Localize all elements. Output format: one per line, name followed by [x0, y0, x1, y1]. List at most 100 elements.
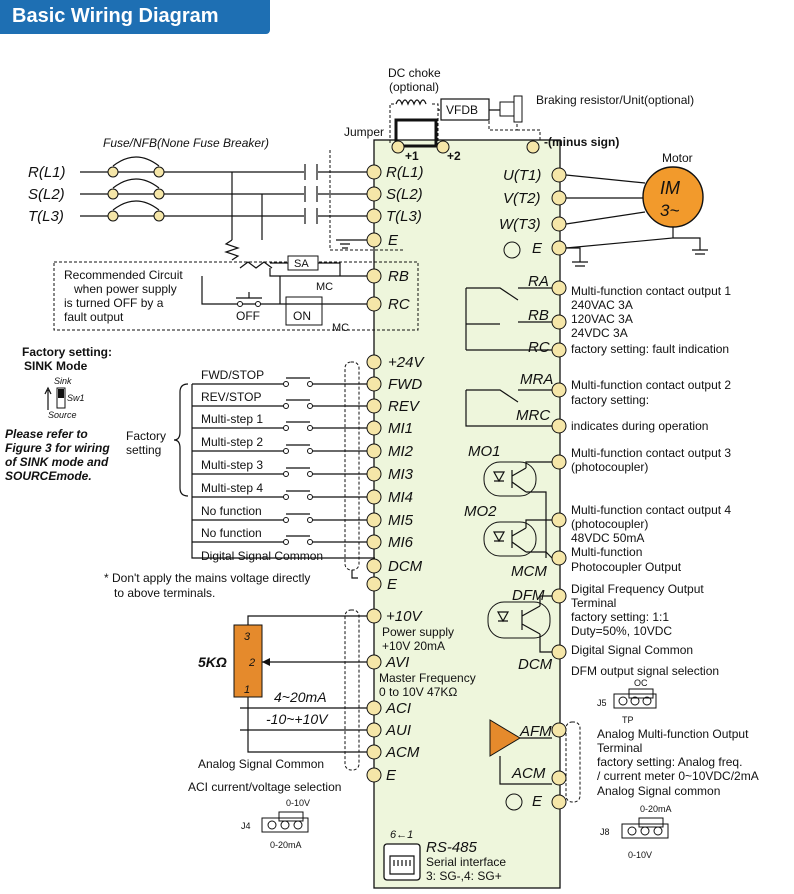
braking-resistor-body [513, 95, 523, 123]
header-bar: Basic Wiring Diagram [0, 0, 270, 34]
rs485-sub: Serial interface [426, 855, 506, 869]
shield-di [344, 361, 360, 571]
terminal-24v [366, 354, 382, 370]
terminal-mi4 [366, 489, 382, 505]
term-e3: E [386, 767, 397, 784]
o1-line-2: 240VAC 3A [571, 298, 633, 312]
term-w: W(T3) [499, 216, 541, 233]
dfm-line-3: factory setting: 1:1 [571, 610, 669, 624]
j5-oc: OC [634, 678, 648, 688]
j8-jumper [621, 817, 669, 839]
warning-2: to above terminals. [114, 586, 215, 600]
j5-label: J5 [597, 698, 607, 708]
input-func-1: FWD/STOP [201, 368, 264, 382]
ground-left [336, 239, 367, 249]
ground-right [566, 247, 588, 267]
term-label-dcm: DCM [388, 558, 423, 575]
afm-wires [499, 737, 552, 785]
term-e-out: E [532, 793, 543, 810]
acm-desc: Analog Signal common [597, 784, 720, 798]
wiper-arrow-icon [262, 658, 270, 666]
sw1-arrow-icon [44, 386, 52, 410]
transformer-taps [231, 172, 263, 240]
term-e: E [388, 232, 399, 249]
motor-wires [565, 174, 708, 255]
note-line-2: when power supply [73, 282, 177, 296]
mo2-label: MO2 [464, 503, 497, 520]
rs485-title: RS-485 [426, 839, 478, 856]
terminal-mi2 [366, 443, 382, 459]
digital-inputs: +24VFWDFWD/STOPREVREV/STOPMI1Multi-step … [192, 354, 425, 575]
pot-pin-2: 2 [248, 657, 255, 669]
input-func-dcm: Digital Signal Common [201, 549, 323, 563]
terminal-minus [526, 140, 540, 154]
terminal-p2 [436, 140, 450, 154]
o1-line-4: 24VDC 3A [571, 326, 628, 340]
afm-line-3: factory setting: Analog freq. [597, 755, 742, 769]
photocoupler-2-inner [492, 519, 553, 559]
shield-afm [565, 721, 581, 803]
o4-line-4: Multi-function [571, 545, 642, 559]
switch-contact-8 [307, 539, 313, 545]
term-p10: +10V [386, 608, 423, 625]
output-terminals [551, 167, 567, 256]
input-s: S(L2) [28, 186, 65, 203]
j8-bot: 0-10V [628, 850, 652, 860]
j8-label: J8 [600, 827, 610, 837]
photocoupler-1 [483, 461, 537, 497]
power-terminals [366, 164, 382, 312]
o2-line-2: factory setting: [571, 393, 649, 407]
j4-label: J4 [241, 821, 251, 831]
dc-choke-label: DC choke [388, 66, 441, 80]
term-label-mi2: MI2 [388, 443, 414, 460]
term-label-mi6: MI6 [388, 534, 414, 551]
switch-contact-6 [307, 494, 313, 500]
aci-selection: ACI current/voltage selection [188, 780, 341, 794]
terminal-rev [366, 398, 382, 414]
switch-contact-2 [307, 403, 313, 409]
range-1010: -10~+10V [266, 711, 329, 727]
off-label: OFF [236, 309, 260, 323]
o4-line-2: (photocoupler) [571, 517, 648, 531]
avi-desc-2: 0 to 10V 47KΩ [379, 685, 457, 699]
rs485-port-pins [389, 855, 415, 875]
analog-terminals [366, 608, 382, 783]
factory-brace [173, 383, 189, 497]
note-line-3: is turned OFF by a [64, 296, 164, 310]
term-label-mi3: MI3 [388, 466, 414, 483]
terminal-mi5 [366, 512, 382, 528]
avi-desc-1: Master Frequency [379, 671, 476, 685]
note-line-4: fault output [64, 310, 124, 324]
setting-label: setting [126, 443, 161, 457]
term-acm-out: ACM [511, 765, 546, 782]
source-label: Source [48, 410, 77, 420]
pot-pin-3: 3 [244, 631, 251, 643]
rs485-pins: 6←1 [390, 829, 413, 841]
switch-contact-6 [283, 494, 289, 500]
motor-phase: 3~ [660, 201, 679, 220]
o2-line-1: Multi-function contact output 2 [571, 378, 731, 392]
switch-contact-3 [307, 425, 313, 431]
j4-top: 0-10V [286, 798, 310, 808]
braking-label: Braking resistor/Unit(optional) [536, 93, 694, 107]
input-func-8: No function [201, 526, 262, 540]
terminal-mi3 [366, 466, 382, 482]
analog-wires [240, 615, 375, 753]
warning-1: * Don't apply the mains voltage directly [104, 571, 310, 585]
switch-contact-7 [307, 517, 313, 523]
o4-line-5: Photocoupler Output [571, 560, 682, 574]
term-ra: RA [528, 273, 549, 290]
dc-choke-coil [395, 99, 427, 106]
dfm-photocoupler [487, 601, 551, 639]
term-dcm-out: DCM [518, 656, 553, 673]
vfdb-label: VFDB [446, 103, 478, 117]
input-lines [80, 171, 375, 217]
sw1-knob [58, 389, 64, 398]
afm-line-2: Terminal [597, 741, 642, 755]
input-func-6: Multi-step 4 [201, 481, 263, 495]
terminal-mi1 [366, 420, 382, 436]
term-e2: E [387, 576, 398, 593]
dfm-line-1: Digital Frequency Output [571, 582, 704, 596]
rs485-pins-desc: 3: SG-,4: SG+ [426, 869, 502, 883]
term-avi: AVI [385, 654, 409, 671]
